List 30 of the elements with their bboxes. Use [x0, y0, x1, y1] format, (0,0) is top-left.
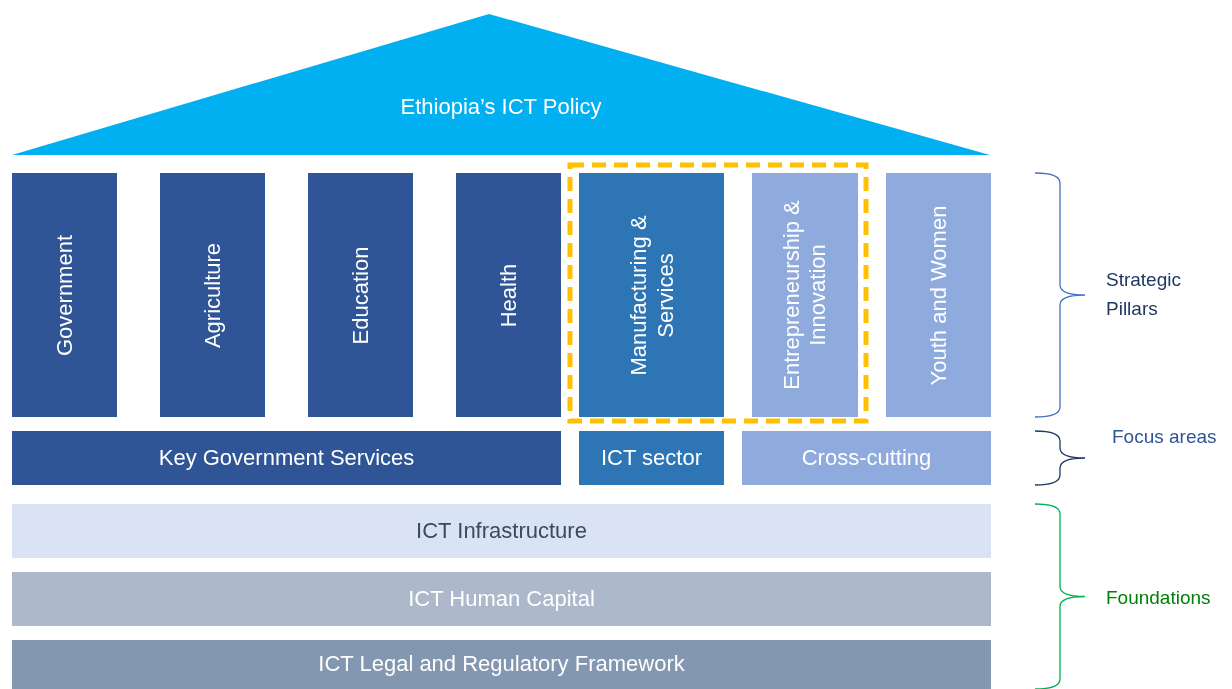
pillar-label: Health — [495, 263, 522, 327]
pillar-block — [752, 173, 858, 417]
pillar-block — [12, 173, 117, 417]
pillar-block — [579, 173, 724, 417]
pillar-block — [886, 173, 991, 417]
layer-bar — [742, 431, 991, 485]
layer-label: ICT sector — [600, 444, 703, 472]
pillar-block — [160, 173, 265, 417]
layer-bar — [12, 572, 991, 626]
layer-label: ICT Infrastructure — [416, 517, 587, 545]
pillar-block — [308, 173, 413, 417]
layer-label: ICT Legal and Regulatory Framework — [318, 651, 685, 678]
pillar-block — [456, 173, 561, 417]
policy-title: Ethiopia’s ICT Policy — [400, 93, 602, 121]
group-label: Foundations — [1106, 586, 1212, 610]
layer-bar — [12, 640, 991, 689]
pillar-label: Education — [347, 246, 374, 344]
group-label: Focus areas — [1112, 425, 1218, 449]
group-label: Strategic Pillars — [1106, 268, 1182, 321]
layer-bar — [12, 431, 561, 485]
pillar-label: Manufacturing & Services — [625, 213, 678, 378]
layer-bar — [579, 431, 724, 485]
pillar-label: Youth and Women — [925, 205, 952, 385]
pillar-label: Government — [51, 234, 78, 356]
layer-label: ICT Human Capital — [408, 585, 595, 613]
layer-bar — [12, 504, 991, 558]
layer-label: Key Government Services — [158, 444, 415, 472]
pillar-label: Agriculture — [199, 242, 226, 348]
pillar-label: Entrepreneurship & Innovation — [778, 199, 831, 392]
layer-label: Cross-cutting — [801, 444, 932, 472]
